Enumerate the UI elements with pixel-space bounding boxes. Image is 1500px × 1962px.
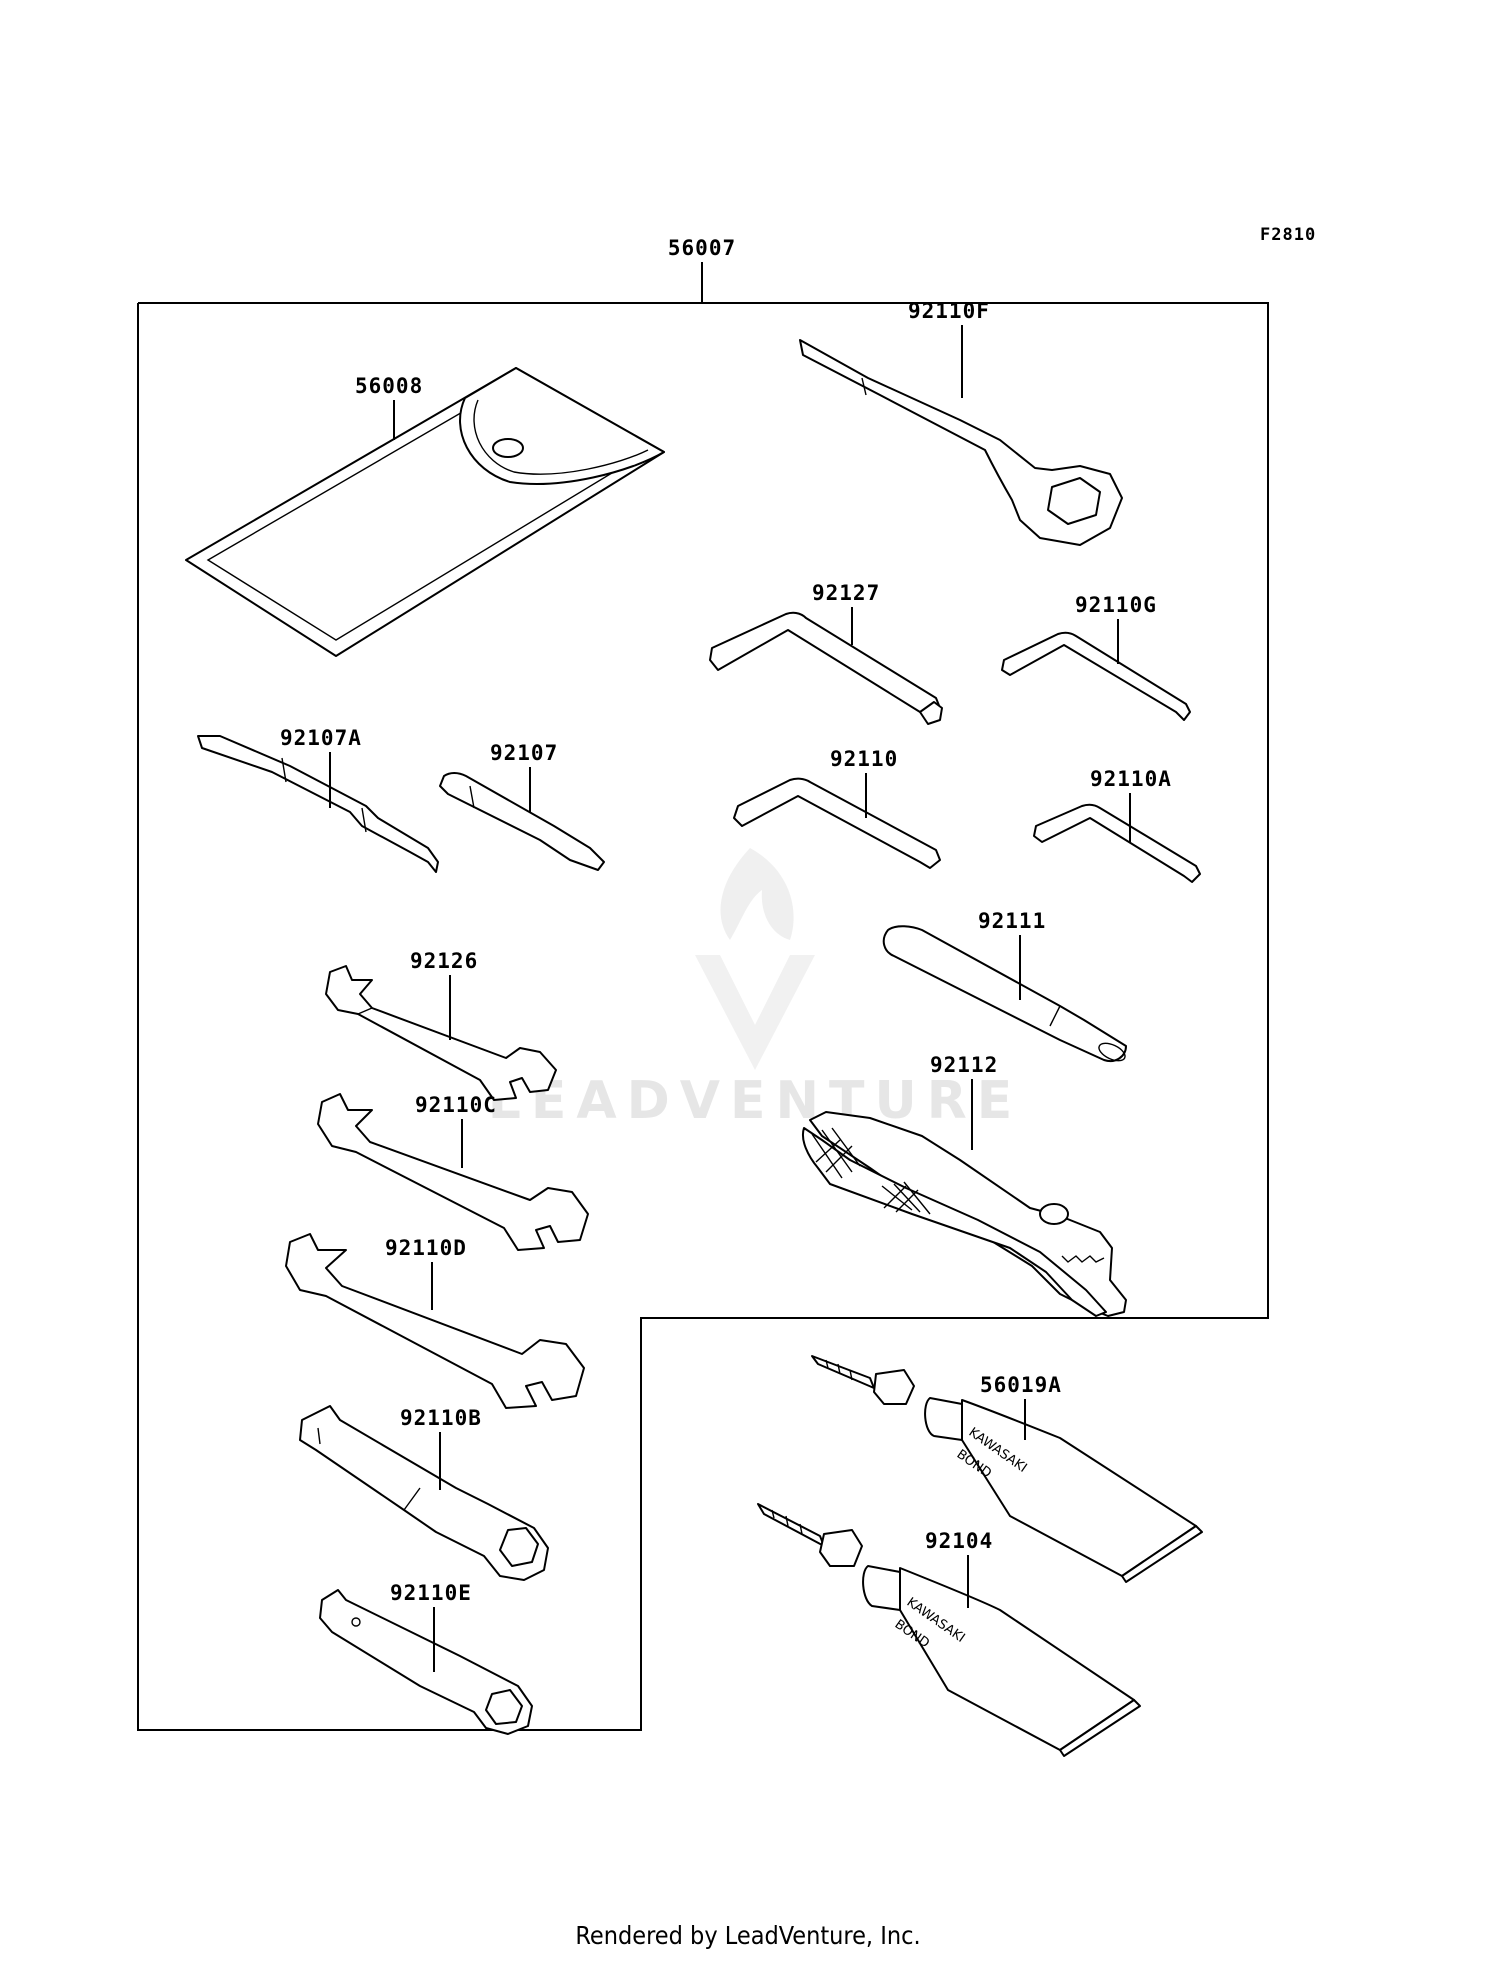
label-92110C: 92110C <box>415 1093 497 1117</box>
label-92110E: 92110E <box>390 1581 472 1605</box>
label-92111: 92111 <box>978 909 1046 933</box>
pliers-drawing <box>802 1111 1127 1317</box>
kit-frame <box>137 302 1269 1731</box>
label-56008: 56008 <box>355 374 423 398</box>
hex-key-medium-drawing <box>733 777 941 869</box>
label-56019A: 56019A <box>980 1373 1062 1397</box>
open-wrench-small-drawing <box>325 965 557 1101</box>
hex-key-large-drawing <box>709 611 943 725</box>
open-wrench-large-drawing <box>285 1233 585 1409</box>
label-92107: 92107 <box>490 741 558 765</box>
spark-plug-wrench-drawing <box>319 1589 533 1735</box>
watermark-text: LEADVENTURE <box>488 1071 1023 1131</box>
open-wrench-medium-drawing <box>317 1093 589 1251</box>
label-92126: 92126 <box>410 949 478 973</box>
tool-pouch-drawing <box>185 367 665 657</box>
label-92110B: 92110B <box>400 1406 482 1430</box>
label-92110F: 92110F <box>908 299 990 323</box>
label-92110G: 92110G <box>1075 593 1157 617</box>
diagram-code: F2810 <box>1260 225 1316 245</box>
box-socket-wrench-drawing <box>299 1405 549 1581</box>
label-92112: 92112 <box>930 1053 998 1077</box>
watermark-logo <box>695 848 815 1070</box>
label-92127: 92127 <box>812 581 880 605</box>
tool-handle-bar-drawing <box>882 925 1127 1062</box>
ring-spanner-drawing <box>799 339 1123 546</box>
label-92107A: 92107A <box>280 726 362 750</box>
hex-key-small-lower-drawing <box>1033 803 1201 883</box>
bond-tube-lower-drawing: KAWASAKI BOND <box>757 1503 1141 1757</box>
assembly-label: 56007 <box>668 236 736 260</box>
label-92110A: 92110A <box>1090 767 1172 791</box>
screwdriver-bit-phillips-drawing <box>439 772 605 871</box>
screwdriver-bit-double-drawing <box>197 735 439 873</box>
label-92110: 92110 <box>830 747 898 771</box>
hex-key-small-upper-drawing <box>1001 631 1191 721</box>
label-92104: 92104 <box>925 1529 993 1553</box>
label-92110D: 92110D <box>385 1236 467 1260</box>
footer-credit: Rendered by LeadVenture, Inc. <box>575 1921 920 1950</box>
